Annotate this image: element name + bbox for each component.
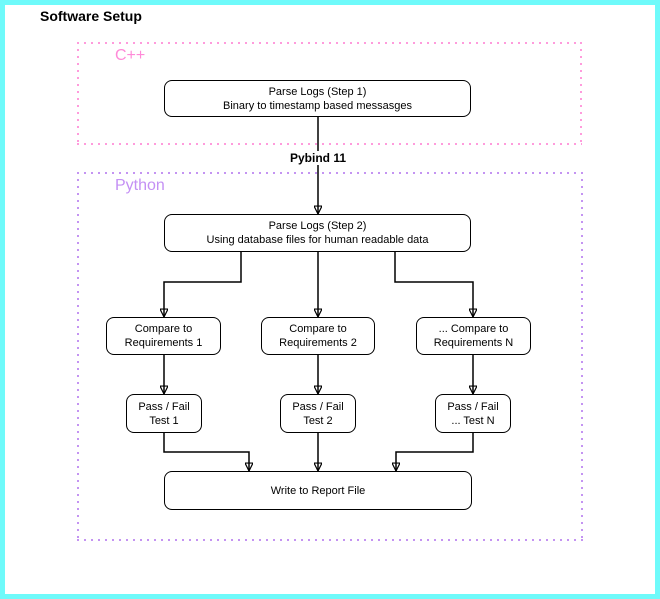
pybind-edge-label: Pybind 11 xyxy=(286,151,350,165)
node-compare-requirements-1: Compare to Requirements 1 xyxy=(106,317,221,355)
diagram-title: Software Setup xyxy=(40,8,142,24)
arrow-testN-to-report xyxy=(396,433,474,471)
node-text-line: Compare to xyxy=(134,323,193,335)
cpp-group-label: C++ xyxy=(115,47,146,64)
node-text-line: Compare to xyxy=(289,323,347,335)
node-text-line: Test 1 xyxy=(149,414,179,427)
node-text-line: Test 2 xyxy=(303,414,333,427)
arrow-step2-to-compareN xyxy=(394,252,473,317)
node-text-line: Parse Logs (Step 1) xyxy=(268,85,367,98)
node-passfail-test-1: Pass / Fail Test 1 xyxy=(126,394,202,433)
node-text-line: Write to Report File xyxy=(270,484,366,497)
arrow-test1-to-report xyxy=(163,433,249,471)
node-text-line: Pass / Fail xyxy=(138,400,190,413)
node-text-line: Requirements 2 xyxy=(279,337,357,349)
node-text-line: Requirements 1 xyxy=(124,337,203,349)
node-parse-logs-step2: Parse Logs (Step 2) Using database files… xyxy=(164,214,471,252)
node-text-line: Requirements N xyxy=(433,337,514,349)
node-compare-requirements-2: Compare to Requirements 2 xyxy=(261,317,375,355)
node-text-line: Binary to timestamp based messasges xyxy=(223,99,412,112)
node-passfail-test-2: Pass / Fail Test 2 xyxy=(280,394,356,433)
node-text-line: ... Test N xyxy=(451,414,495,427)
node-text-line: ... Compare to xyxy=(438,323,509,335)
arrow-step2-to-compare1 xyxy=(164,252,242,317)
node-passfail-test-n: Pass / Fail ... Test N xyxy=(435,394,511,433)
node-parse-logs-step1: Parse Logs (Step 1) Binary to timestamp … xyxy=(164,80,471,117)
node-text-line: Pass / Fail xyxy=(447,400,499,413)
node-compare-requirements-n: ... Compare to Requirements N xyxy=(416,317,531,355)
node-write-report-file: Write to Report File xyxy=(164,471,472,510)
python-group-label: Python xyxy=(115,177,165,194)
node-text-line: Parse Logs (Step 2) xyxy=(268,220,367,232)
node-text-line: Using database files for human readable … xyxy=(206,234,429,246)
node-text-line: Pass / Fail xyxy=(292,400,344,413)
